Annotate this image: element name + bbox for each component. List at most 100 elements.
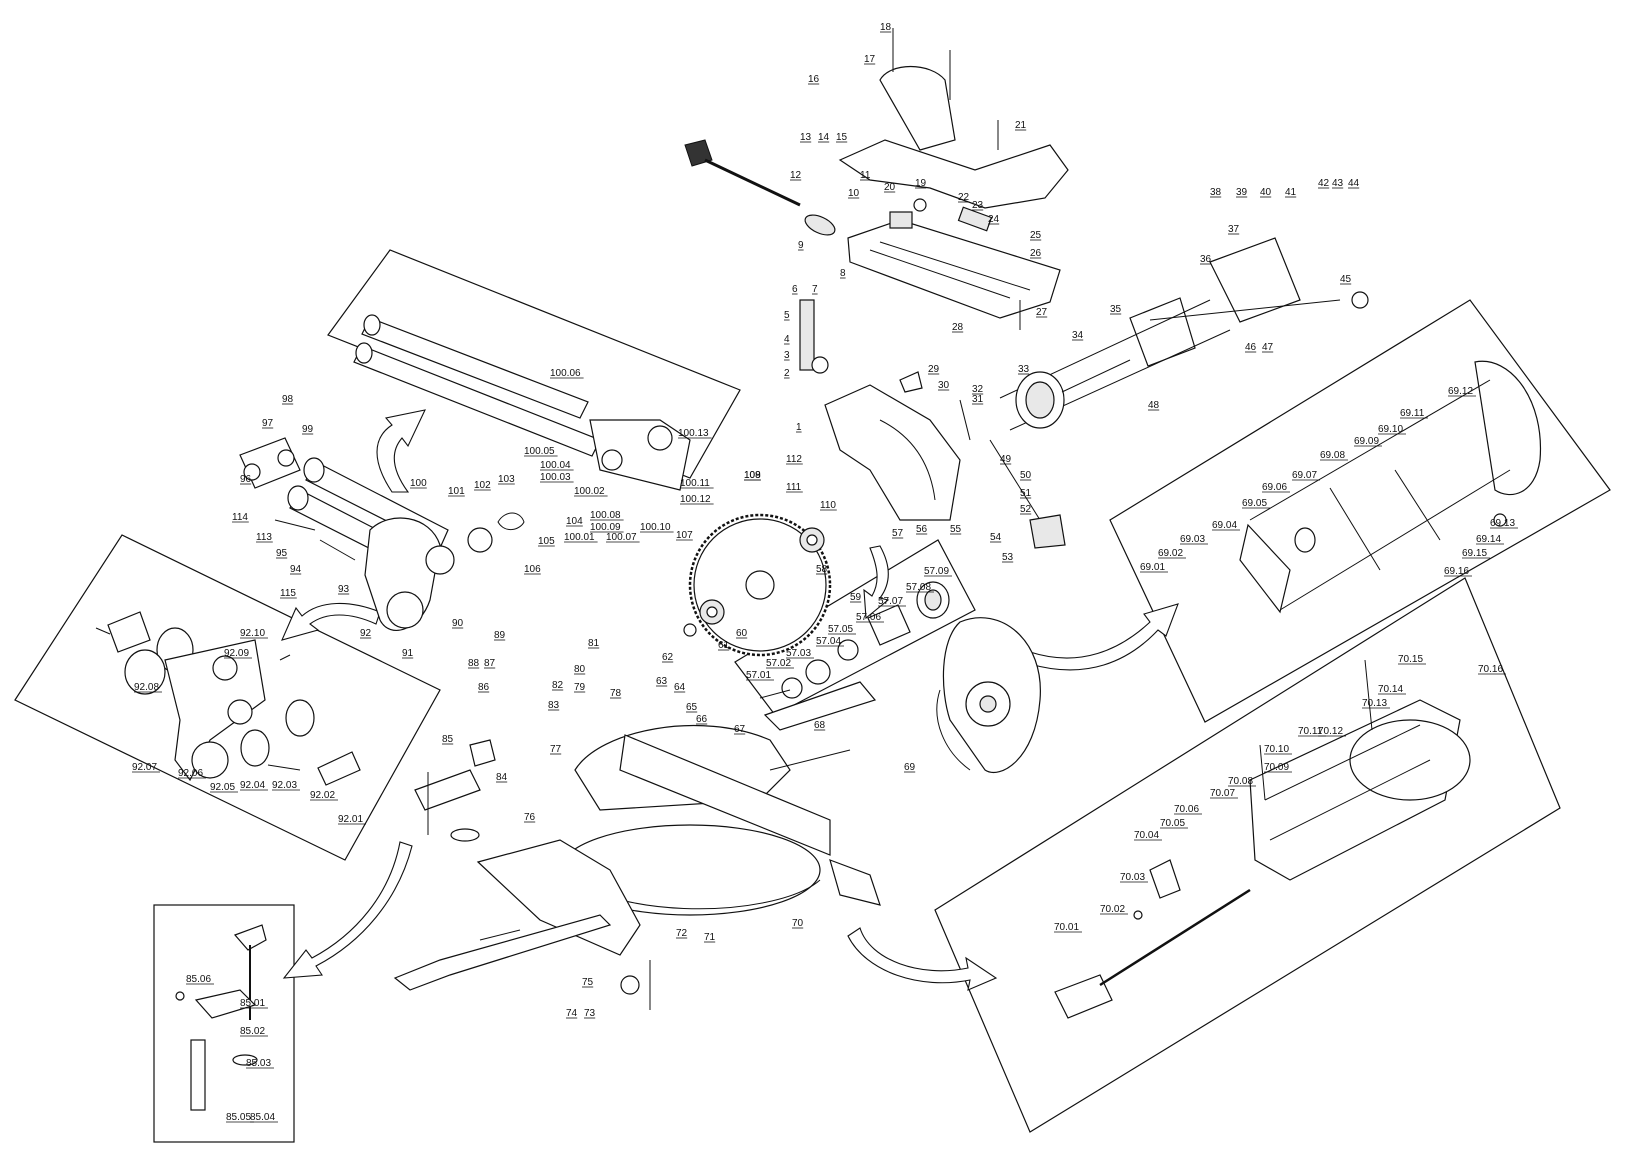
part-label-92-09: 92.09: [224, 648, 249, 659]
part-label-100-08: 100.08: [590, 510, 621, 521]
part-label-69: 69: [904, 762, 916, 773]
part-label-100: 100: [410, 478, 427, 489]
part-label-71: 71: [704, 932, 716, 943]
part-label-21: 21: [1015, 120, 1027, 131]
part-label-69-10: 69.10: [1378, 424, 1403, 435]
gear-detail: [759, 581, 950, 699]
part-label-70-03: 70.03: [1120, 872, 1145, 883]
part-label-55: 55: [950, 524, 962, 535]
part-label-70-08: 70.08: [1228, 776, 1253, 787]
part-label-99: 99: [302, 424, 314, 435]
clamp-detail: [175, 924, 267, 1111]
part-label-59: 59: [850, 592, 862, 603]
part-label-12: 12: [790, 170, 802, 181]
part-label-14: 14: [818, 132, 830, 143]
part-label-70-07: 70.07: [1210, 788, 1235, 799]
part-label-69-08: 69.08: [1320, 450, 1345, 461]
part-label-92-03: 92.03: [272, 780, 297, 791]
part-label-70-15: 70.15: [1398, 654, 1423, 665]
part-label-70-14: 70.14: [1378, 684, 1403, 695]
part-label-103: 103: [498, 474, 515, 485]
part-label-57-01: 57.01: [746, 670, 771, 681]
part-label-100-10: 100.10: [640, 522, 671, 533]
part-label-47: 47: [1262, 342, 1274, 353]
part-label-92-06: 92.06: [178, 768, 203, 779]
part-label-69-06: 69.06: [1262, 482, 1287, 493]
part-label-98: 98: [282, 394, 294, 405]
part-label-4: 4: [784, 334, 790, 345]
part-label-34: 34: [1072, 330, 1084, 341]
part-label-85-03: 85.03: [246, 1058, 271, 1069]
part-label-24: 24: [988, 214, 1000, 225]
part-label-113: 113: [256, 532, 272, 543]
blade-guard-detail: [1239, 360, 1542, 614]
part-label-100-05: 100.05: [524, 446, 555, 457]
part-label-63: 63: [656, 676, 668, 687]
part-label-80: 80: [574, 664, 586, 675]
part-label-50: 50: [1020, 470, 1032, 481]
part-label-57-09: 57.09: [924, 566, 949, 577]
part-label-82: 82: [552, 680, 564, 691]
part-label-61: 61: [718, 640, 730, 651]
part-label-108: 108: [744, 470, 761, 481]
part-label-57: 57: [892, 528, 904, 539]
part-label-95: 95: [276, 548, 288, 559]
part-label-69-14: 69.14: [1476, 534, 1501, 545]
part-label-70-06: 70.06: [1174, 804, 1199, 815]
part-label-92-08: 92.08: [134, 682, 159, 693]
part-label-70-04: 70.04: [1134, 830, 1159, 841]
part-label-114: 114: [232, 512, 248, 523]
part-label-35: 35: [1110, 304, 1122, 315]
part-label-32: 32: [972, 384, 984, 395]
part-label-100-01: 100.01: [564, 532, 595, 543]
detail-frame-clamp: [153, 904, 295, 1143]
part-label-37: 37: [1228, 224, 1240, 235]
part-label-90: 90: [452, 618, 464, 629]
part-label-2: 2: [784, 368, 790, 379]
part-label-53: 53: [1002, 552, 1014, 563]
part-label-13: 13: [800, 132, 812, 143]
part-label-9: 9: [798, 240, 804, 251]
part-label-72: 72: [676, 928, 688, 939]
part-label-7: 7: [812, 284, 818, 295]
part-label-69-01: 69.01: [1140, 562, 1165, 573]
part-label-86: 86: [478, 682, 490, 693]
arrow-to-motor-gear: [863, 545, 890, 620]
part-label-57-05: 57.05: [828, 624, 853, 635]
part-label-100-12: 100.12: [680, 494, 711, 505]
part-label-85-02: 85.02: [240, 1026, 265, 1037]
part-label-69-09: 69.09: [1354, 436, 1379, 447]
part-label-70-12: 70.12: [1318, 726, 1343, 737]
motor-housing: [999, 237, 1369, 431]
part-label-15: 15: [836, 132, 848, 143]
part-label-69-15: 69.15: [1462, 548, 1487, 559]
arrow-to-clamp: [282, 841, 413, 979]
part-label-69-04: 69.04: [1212, 520, 1237, 531]
part-label-69-03: 69.03: [1180, 534, 1205, 545]
part-label-42: 42: [1318, 178, 1330, 189]
part-label-43: 43: [1332, 178, 1344, 189]
part-label-76: 76: [524, 812, 536, 823]
part-label-10: 10: [848, 188, 860, 199]
part-label-104: 104: [566, 516, 583, 527]
saw-blade: [683, 513, 832, 657]
part-label-106: 106: [524, 564, 541, 575]
part-label-31: 31: [972, 394, 984, 405]
part-label-69-12: 69.12: [1448, 386, 1473, 397]
part-label-109: 109: [744, 470, 761, 481]
rail-detail: [353, 314, 691, 491]
part-label-100-13: 100.13: [678, 428, 709, 439]
part-label-69-05: 69.05: [1242, 498, 1267, 509]
part-label-30: 30: [938, 380, 950, 391]
part-label-46: 46: [1245, 342, 1257, 353]
part-label-3: 3: [784, 350, 790, 361]
blade-guard: [936, 617, 1041, 774]
part-label-8: 8: [840, 268, 846, 279]
part-label-84: 84: [496, 772, 508, 783]
handle-assembly: [838, 28, 1069, 330]
part-label-100-03: 100.03: [540, 472, 571, 483]
part-label-56: 56: [916, 524, 928, 535]
part-label-96: 96: [240, 474, 252, 485]
part-label-57-08: 57.08: [906, 582, 931, 593]
part-label-66: 66: [696, 714, 708, 725]
